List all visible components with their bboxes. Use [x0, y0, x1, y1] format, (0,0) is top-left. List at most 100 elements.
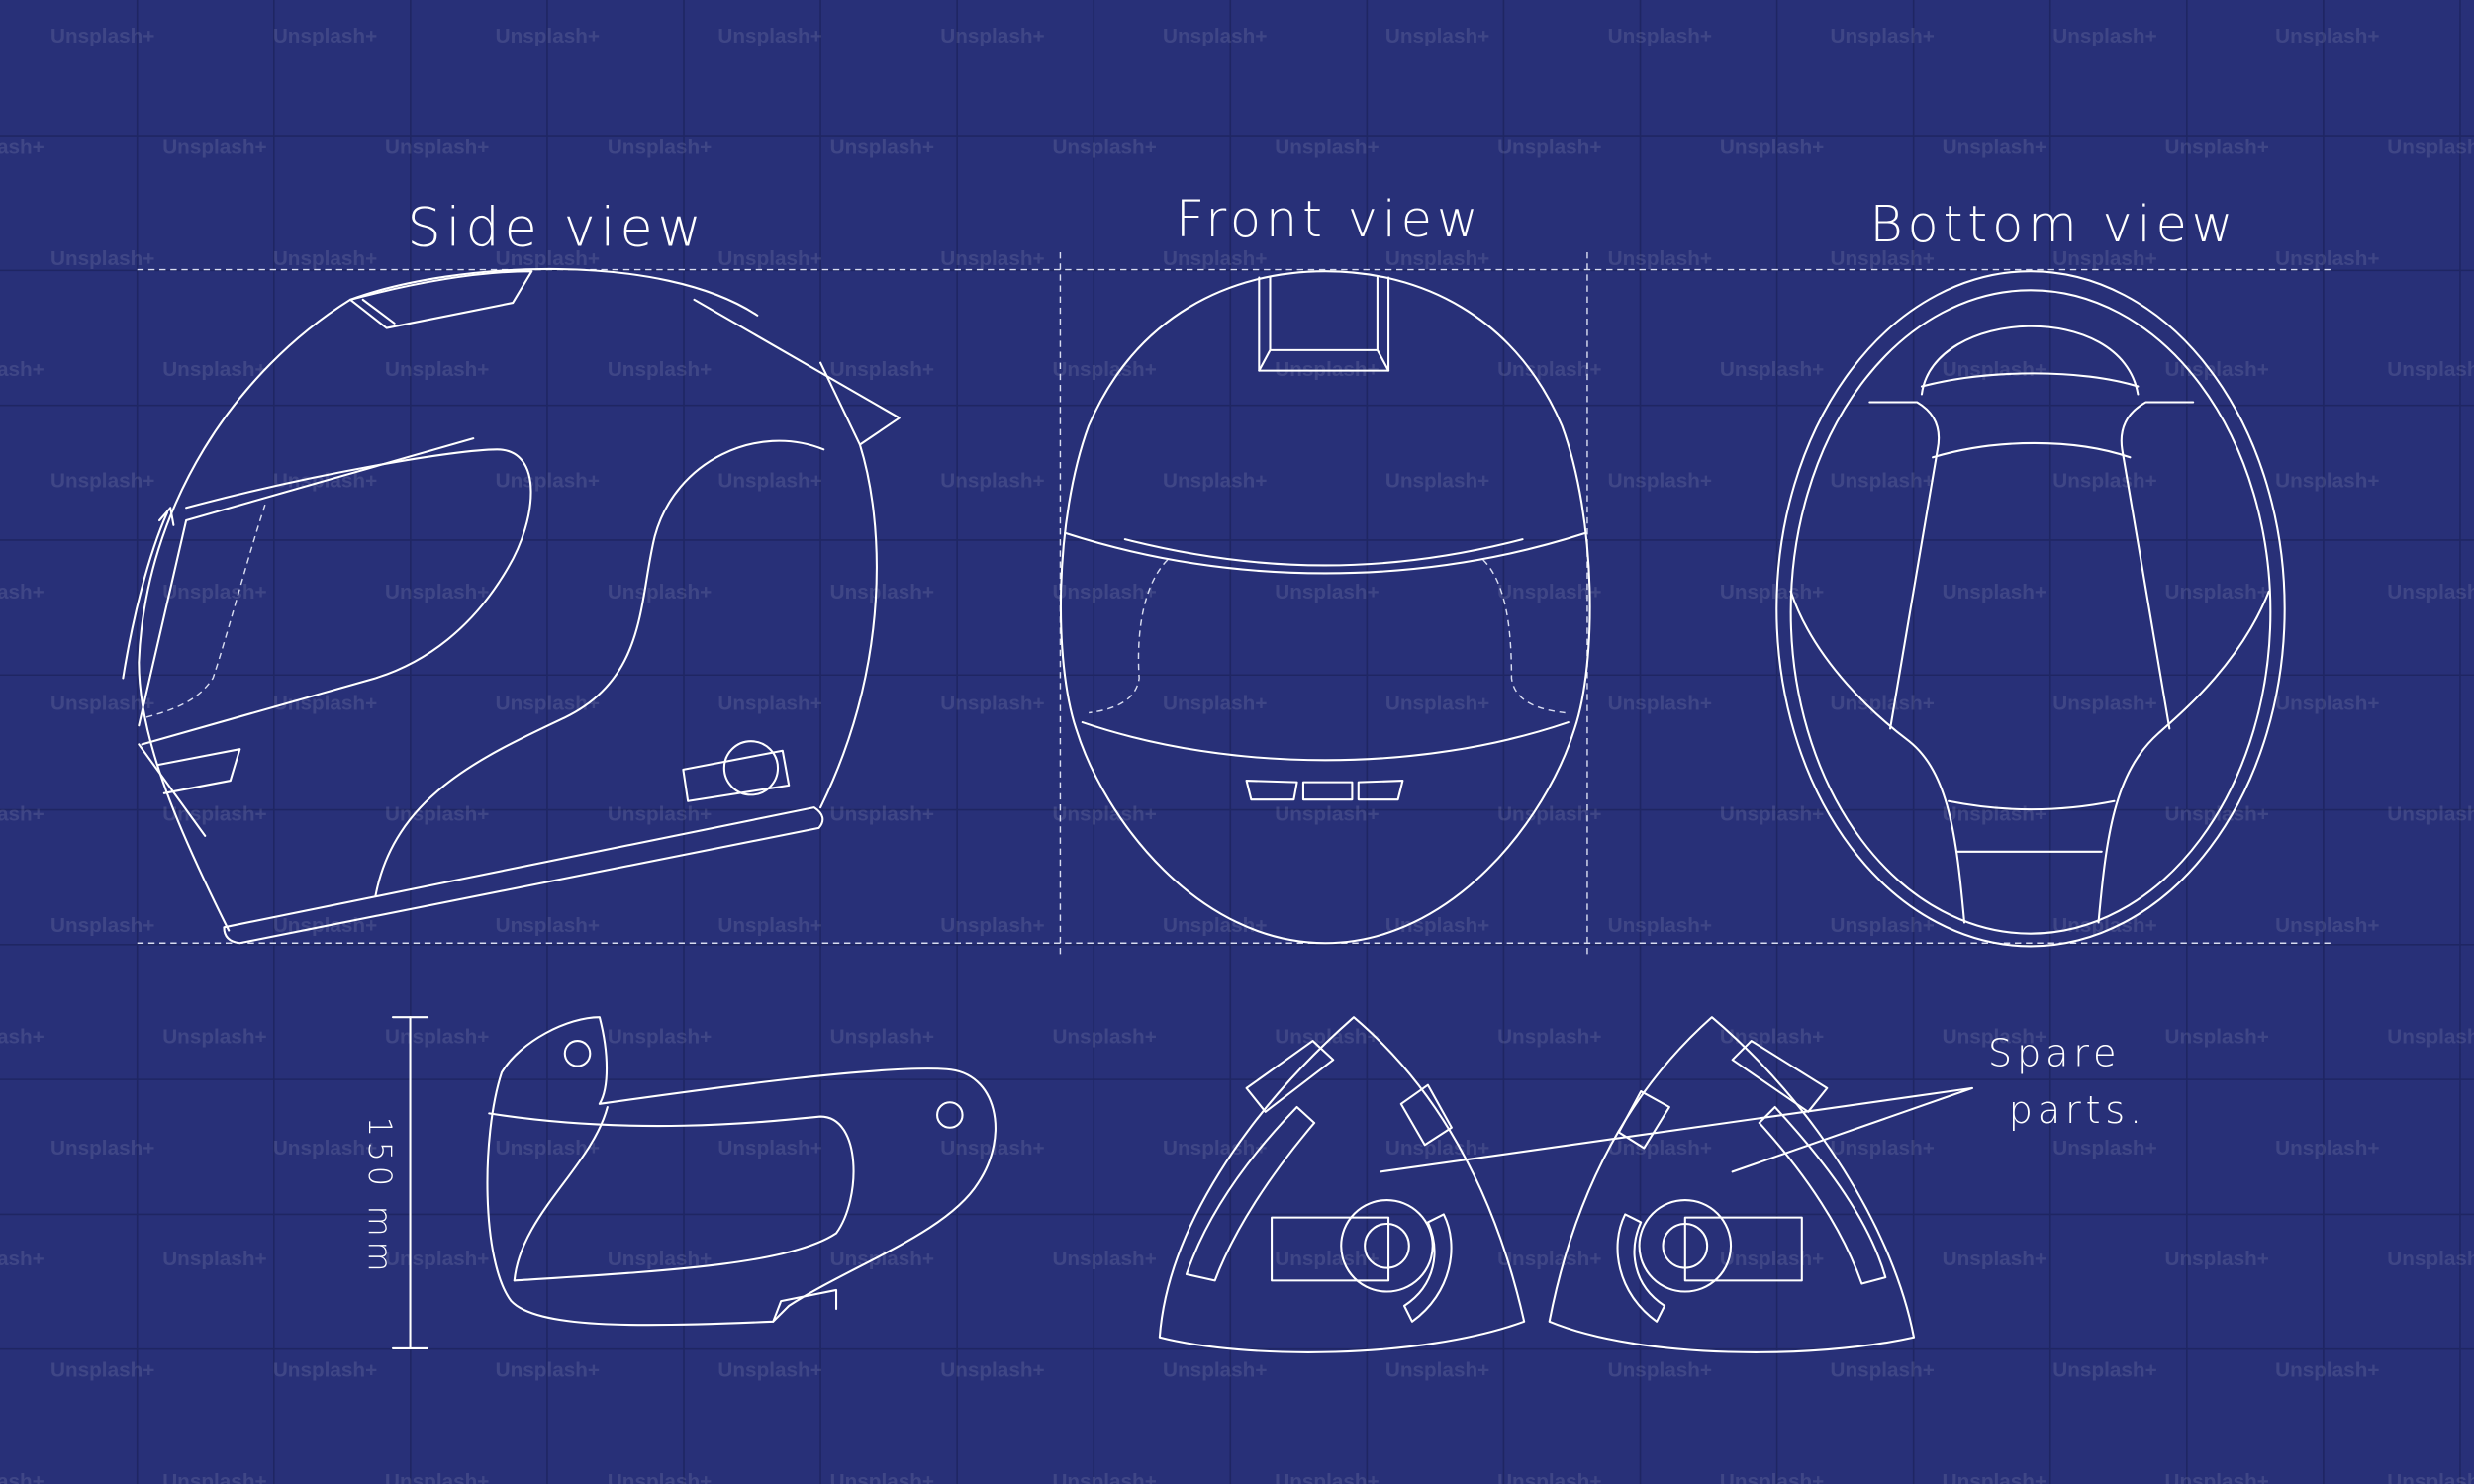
watermark-text: Unsplash+ — [1608, 914, 1712, 937]
watermark-text: Unsplash+ — [50, 692, 154, 714]
watermark-text: Unsplash+ — [1497, 1248, 1601, 1270]
watermark-text: Unsplash+ — [2275, 914, 2379, 937]
watermark-text: Unsplash+ — [1943, 1248, 2046, 1270]
watermark-text: Unsplash+ — [273, 25, 377, 47]
watermark-text: Unsplash+ — [1385, 692, 1489, 714]
watermark-text: Unsplash+ — [50, 247, 154, 270]
watermark-text: Unsplash+ — [2387, 136, 2474, 158]
watermark-text: Unsplash+ — [1608, 1359, 1712, 1382]
watermark-text: Unsplash+ — [273, 1359, 377, 1382]
watermark-text: Unsplash+ — [1497, 1025, 1601, 1048]
watermark-text: Unsplash+ — [0, 803, 45, 826]
watermark-text: Unsplash+ — [1385, 247, 1489, 270]
watermark-text: Unsplash+ — [162, 581, 266, 603]
watermark-text: Unsplash+ — [1943, 358, 2046, 381]
watermark-text: Unsplash+ — [608, 136, 712, 158]
watermark-text: Unsplash+ — [2387, 1248, 2474, 1270]
watermark-text: Unsplash+ — [1720, 1470, 1824, 1484]
watermark-text: Unsplash+ — [1830, 914, 1934, 937]
watermark-text: Unsplash+ — [496, 914, 600, 937]
watermark-text: Unsplash+ — [2052, 1359, 2156, 1382]
watermark-text: Unsplash+ — [2165, 1025, 2269, 1048]
watermark-text: Unsplash+ — [1275, 136, 1379, 158]
watermark-text: Unsplash+ — [717, 914, 821, 937]
watermarks: Unsplash+ Unsplash+ Unsplash+ Unsplash+ Unsp… — [0, 25, 2474, 1484]
watermark-text: Unsplash+ — [162, 136, 266, 158]
watermark-text: Unsplash+ — [2275, 1137, 2379, 1159]
watermark-text: Unsplash+ — [1943, 803, 2046, 826]
watermark-text: Unsplash+ — [496, 1137, 600, 1159]
watermark-text: Unsplash+ — [1608, 692, 1712, 714]
watermark-text: Unsplash+ — [1163, 692, 1267, 714]
watermark-text: Unsplash+ — [1497, 358, 1601, 381]
watermark-text: Unsplash+ — [2387, 1470, 2474, 1484]
watermark-text: Unsplash+ — [162, 803, 266, 826]
watermark-text: Unsplash+ — [273, 247, 377, 270]
watermark-text: Unsplash+ — [162, 1248, 266, 1270]
watermark-text: Unsplash+ — [2052, 470, 2156, 493]
watermark-text: Unsplash+ — [2387, 1025, 2474, 1048]
watermark-text: Unsplash+ — [940, 914, 1044, 937]
watermark-text: Unsplash+ — [0, 1248, 45, 1270]
watermark-text: Unsplash+ — [940, 470, 1044, 493]
watermark-text: Unsplash+ — [162, 1470, 266, 1484]
watermark-text: Unsplash+ — [1163, 914, 1267, 937]
watermark-text: Unsplash+ — [717, 1137, 821, 1159]
watermark-text: Unsplash+ — [1497, 1470, 1601, 1484]
watermark-text: Unsplash+ — [608, 1470, 712, 1484]
watermark-text: Unsplash+ — [1720, 1025, 1824, 1048]
watermark-text: Unsplash+ — [1052, 1248, 1156, 1270]
watermark-text: Unsplash+ — [1943, 581, 2046, 603]
watermark-text: Unsplash+ — [2275, 692, 2379, 714]
watermark-text: Unsplash+ — [1943, 136, 2046, 158]
watermark-text: Unsplash+ — [0, 358, 45, 381]
spare-parts-annotation: Spare parts. — [1380, 1032, 2146, 1173]
watermark-text: Unsplash+ — [1830, 1137, 1934, 1159]
watermark-text: Unsplash+ — [50, 470, 154, 493]
bottom-view-title: Bottom view — [1869, 196, 2237, 254]
spare-parts-label-line2: parts. — [2009, 1088, 2146, 1133]
watermark-text: Unsplash+ — [50, 25, 154, 47]
watermark-text: Unsplash+ — [2275, 1359, 2379, 1382]
watermark-text: Unsplash+ — [717, 692, 821, 714]
watermark-text: Unsplash+ — [496, 247, 600, 270]
watermark-text: Unsplash+ — [608, 1248, 712, 1270]
watermark-text: Unsplash+ — [940, 1359, 1044, 1382]
watermark-text: Unsplash+ — [496, 25, 600, 47]
watermark-text: Unsplash+ — [940, 247, 1044, 270]
watermark-text: Unsplash+ — [940, 692, 1044, 714]
watermark-text: Unsplash+ — [2275, 470, 2379, 493]
watermark-text: Unsplash+ — [2387, 803, 2474, 826]
watermark-text: Unsplash+ — [50, 1359, 154, 1382]
spare-part-left — [1158, 1016, 1526, 1353]
watermark-text: Unsplash+ — [1052, 581, 1156, 603]
watermark-text: Unsplash+ — [1163, 470, 1267, 493]
watermark-text: Unsplash+ — [1163, 1137, 1267, 1159]
watermark-text: Unsplash+ — [1385, 914, 1489, 937]
watermark-text: Unsplash+ — [1052, 803, 1156, 826]
watermark-text: Unsplash+ — [1608, 470, 1712, 493]
watermark-text: Unsplash+ — [1163, 247, 1267, 270]
watermark-text: Unsplash+ — [717, 25, 821, 47]
watermark-text: Unsplash+ — [717, 470, 821, 493]
watermark-text: Unsplash+ — [2052, 692, 2156, 714]
watermark-text: Unsplash+ — [830, 136, 934, 158]
watermark-text: Unsplash+ — [1052, 1470, 1156, 1484]
watermark-text: Unsplash+ — [830, 1470, 934, 1484]
watermark-text: Unsplash+ — [2387, 358, 2474, 381]
watermark-text: Unsplash+ — [385, 136, 489, 158]
watermark-text: Unsplash+ — [496, 470, 600, 493]
watermark-text: Unsplash+ — [1720, 136, 1824, 158]
side-view-title: Side view — [407, 197, 706, 259]
spare-parts-label-line1: Spare — [1988, 1032, 2121, 1076]
watermark-text: Unsplash+ — [2052, 247, 2156, 270]
watermark-text: Unsplash+ — [608, 358, 712, 381]
watermark-text: Unsplash+ — [50, 1137, 154, 1159]
watermark-text: Unsplash+ — [1052, 1025, 1156, 1048]
watermark-text: Unsplash+ — [1830, 247, 1934, 270]
watermark-text: Unsplash+ — [385, 1248, 489, 1270]
watermark-text: Unsplash+ — [1497, 136, 1601, 158]
watermark-text: Unsplash+ — [1385, 1137, 1489, 1159]
watermark-text: Unsplash+ — [2165, 358, 2269, 381]
